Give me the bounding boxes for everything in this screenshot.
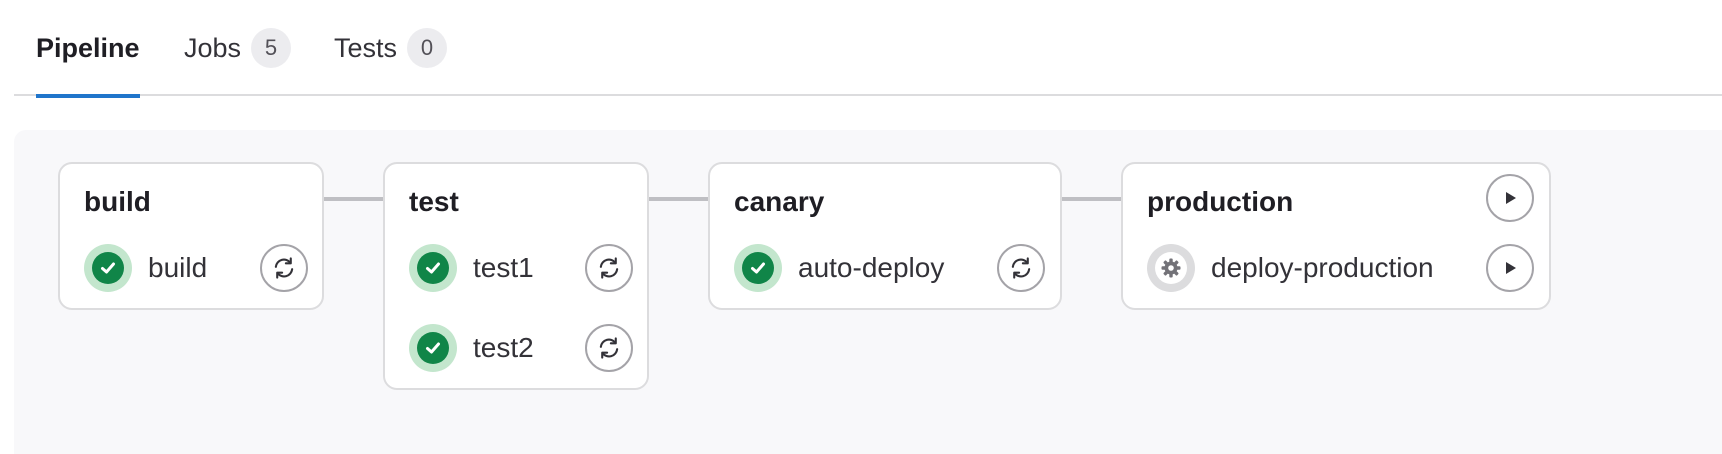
retry-button[interactable]	[585, 244, 633, 292]
play-button[interactable]	[1486, 244, 1534, 292]
job-test1[interactable]: test1	[385, 242, 647, 294]
stage-connector	[648, 197, 710, 201]
stage-canary: canary auto-deploy	[708, 162, 1062, 310]
stage-build: build build	[58, 162, 324, 310]
tab-tests-label: Tests	[334, 32, 398, 63]
jobs-count-badge: 5	[251, 28, 292, 68]
tab-pipeline-label: Pipeline	[36, 32, 140, 63]
check-circle-icon	[742, 252, 774, 284]
stage-title: test	[409, 186, 459, 217]
stage-title: canary	[734, 186, 825, 217]
manual-status	[1147, 244, 1195, 292]
check-circle-icon	[92, 252, 124, 284]
tab-jobs-label: Jobs	[184, 32, 242, 63]
stage-connector	[322, 197, 384, 201]
stage-production: production	[1121, 162, 1551, 310]
stage-title: build	[84, 186, 151, 217]
retry-icon	[274, 257, 294, 279]
retry-button[interactable]	[585, 324, 633, 372]
job-name: build	[148, 252, 208, 283]
pipeline-tabs: Pipeline Jobs 5 Tests 0	[14, 0, 1722, 98]
stage-connector	[1060, 197, 1122, 201]
pipeline-graph: build build test test1	[14, 130, 1722, 454]
tab-pipeline[interactable]: Pipeline	[36, 0, 140, 98]
stage-play-button[interactable]	[1486, 174, 1534, 222]
check-circle-icon	[417, 332, 449, 364]
job-name: test1	[473, 252, 534, 283]
retry-button[interactable]	[997, 244, 1045, 292]
job-auto-deploy[interactable]: auto-deploy	[710, 242, 1060, 294]
retry-icon	[599, 337, 619, 359]
job-name: auto-deploy	[798, 252, 945, 283]
job-deploy-production[interactable]: deploy-production	[1123, 242, 1549, 294]
success-status	[409, 244, 457, 292]
success-status	[84, 244, 132, 292]
job-name: test2	[473, 332, 534, 363]
retry-icon	[1011, 257, 1031, 279]
tab-tests[interactable]: Tests 0	[334, 0, 448, 96]
gear-icon	[1155, 252, 1187, 284]
job-name: deploy-production	[1211, 252, 1434, 283]
retry-icon	[599, 257, 619, 279]
play-icon	[1506, 262, 1516, 274]
job-test2[interactable]: test2	[385, 322, 647, 374]
stage-test: test test1 test2	[383, 162, 649, 390]
tests-count-badge: 0	[407, 28, 448, 68]
retry-button[interactable]	[260, 244, 308, 292]
success-status	[734, 244, 782, 292]
play-icon	[1506, 192, 1516, 204]
check-circle-icon	[417, 252, 449, 284]
stage-title: production	[1147, 186, 1294, 217]
success-status	[409, 324, 457, 372]
tab-jobs[interactable]: Jobs 5	[184, 0, 292, 96]
job-build[interactable]: build	[60, 242, 322, 294]
